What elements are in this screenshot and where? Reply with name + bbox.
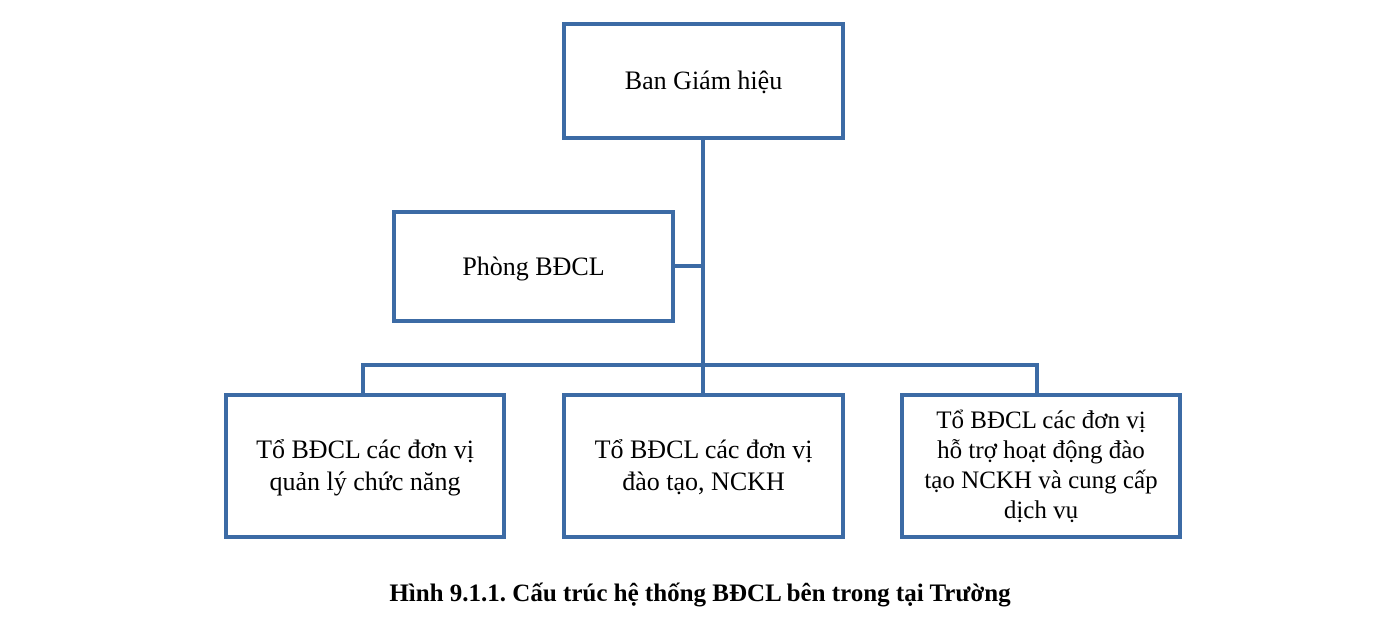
node-to-bdcl-quan-ly-chuc-nang-label: Tổ BĐCL các đơn vị quản lý chức năng	[256, 435, 474, 496]
node-phong-bdcl: Phòng BĐCL	[392, 210, 675, 323]
connector-drop-left	[361, 363, 365, 395]
node-phong-bdcl-label: Phòng BĐCL	[462, 251, 605, 281]
node-to-bdcl-dao-tao-nckh-label: Tổ BĐCL các đơn vị đào tạo, NCKH	[594, 435, 813, 496]
node-ban-giam-hieu-label: Ban Giám hiệu	[624, 66, 783, 96]
node-to-bdcl-ho-tro-dich-vu: Tổ BĐCL các đơn vị hỗ trợ hoạt động đào …	[900, 393, 1182, 539]
node-to-bdcl-dao-tao-nckh: Tổ BĐCL các đơn vị đào tạo, NCKH	[562, 393, 845, 539]
connector-trunk-vertical	[701, 140, 705, 395]
connector-horizontal-rail	[361, 363, 1039, 367]
connector-drop-right	[1035, 363, 1039, 395]
node-to-bdcl-ho-tro-dich-vu-label: Tổ BĐCL các đơn vị hỗ trợ hoạt động đào …	[924, 407, 1158, 524]
node-to-bdcl-quan-ly-chuc-nang: Tổ BĐCL các đơn vị quản lý chức năng	[224, 393, 506, 539]
node-ban-giam-hieu: Ban Giám hiệu	[562, 22, 845, 140]
figure-caption: Hình 9.1.1. Cấu trúc hệ thống BĐCL bên t…	[389, 580, 1011, 607]
connector-staff-stub	[673, 264, 703, 268]
